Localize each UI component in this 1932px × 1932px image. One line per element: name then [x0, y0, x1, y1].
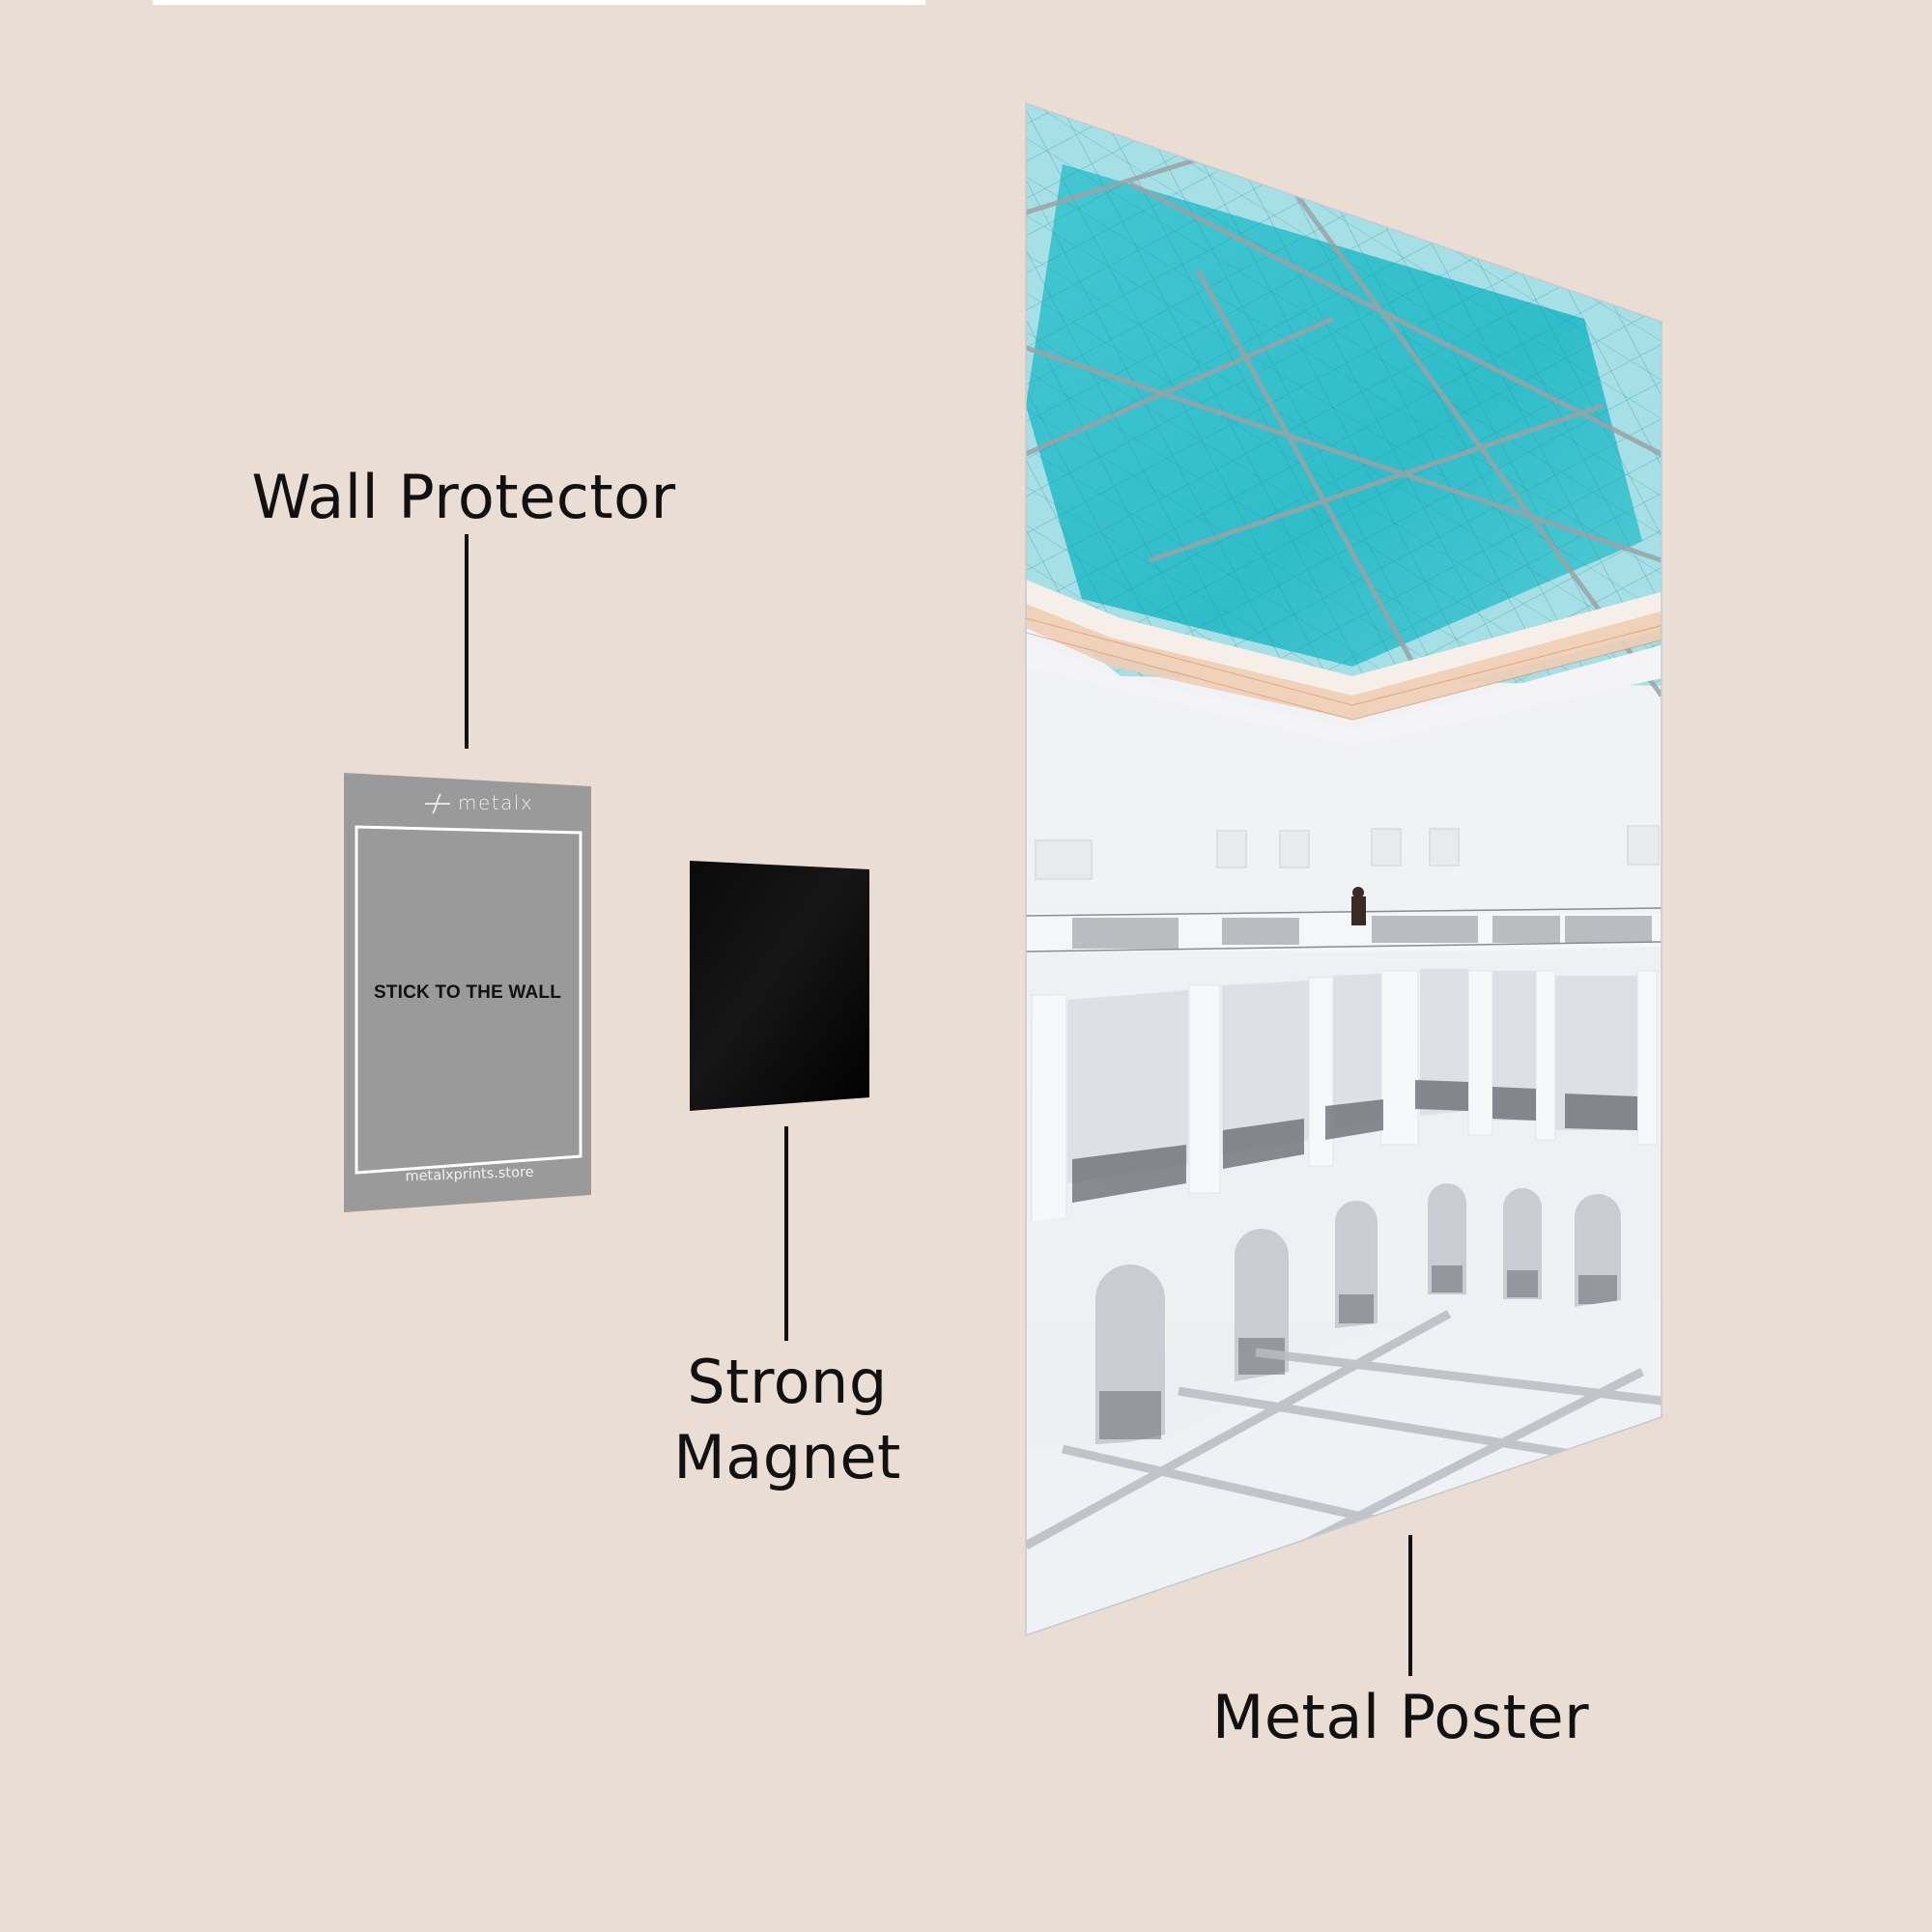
metal-poster-leader-line [1408, 1535, 1412, 1676]
protector-brand-text: metalx [458, 791, 534, 814]
wall-protector-plate: metalx STICK TO THE WALL metalxprints.st… [344, 773, 591, 1212]
strong-magnet-label-line1: Strong [687, 1347, 888, 1417]
strong-magnet-plate [688, 858, 871, 1111]
top-edge-strip [153, 0, 925, 5]
wall-protector-shape [344, 773, 591, 1212]
metal-poster-label: Metal Poster [1211, 1682, 1590, 1752]
stick-to-wall-text: STICK TO THE WALL [373, 982, 562, 1003]
metal-poster [1014, 97, 1681, 1642]
wall-protector-label: Wall Protector [251, 462, 676, 532]
metalx-logo-icon [425, 793, 450, 814]
strong-magnet-label: Strong Magnet [618, 1345, 956, 1495]
strong-magnet-leader-line [784, 1126, 788, 1341]
person-figure [1351, 896, 1366, 925]
magnet-shape [690, 861, 869, 1111]
wall-protector-leader-line [465, 534, 469, 749]
metal-poster-image [1025, 101, 1662, 1637]
strong-magnet-label-line2: Magnet [673, 1422, 901, 1492]
